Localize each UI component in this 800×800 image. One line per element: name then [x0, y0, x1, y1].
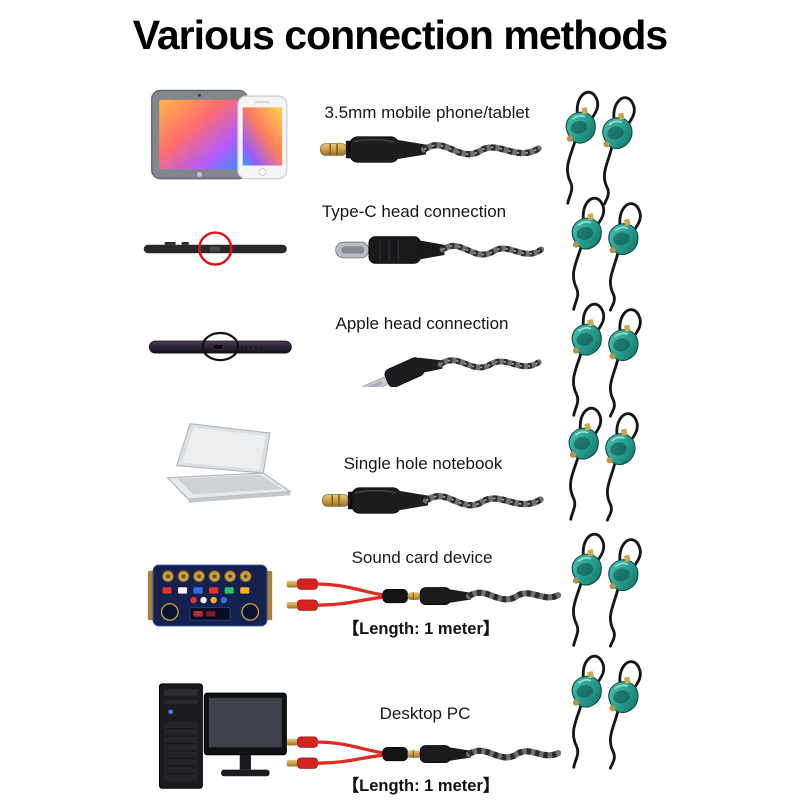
page-title: Various connection methods [132, 12, 668, 58]
connection-label-notebook: Single hole notebook [343, 454, 503, 473]
connection-label-35mm: 3.5mm mobile phone/tablet [324, 103, 530, 122]
earbuds-icon [548, 518, 660, 648]
connection-label-type-c: Type-C head connection [321, 202, 507, 221]
phone-bottom-lightning-port-icon [145, 326, 305, 369]
length-note: 【Length: 1 meter】 [342, 777, 500, 795]
connection-label-desktop: Desktop PC [379, 704, 471, 723]
aux-3-5mm-plug-icon [318, 478, 544, 523]
earbuds-icon [545, 392, 657, 522]
tablet-and-phone-icon [148, 88, 298, 183]
aux-3-5mm-plug-icon [316, 127, 542, 172]
earbuds-icon [548, 640, 660, 770]
type-c-plug-icon [332, 228, 544, 271]
desktop-pc-icon [152, 680, 292, 794]
lightning-plug-icon [330, 332, 542, 387]
phone-side-typec-port-icon [140, 222, 300, 277]
laptop-icon [158, 420, 298, 513]
sound-card-mixer-icon [146, 556, 274, 635]
tablet-and-phone-image [151, 89, 288, 180]
length-note: 【Length: 1 meter】 [342, 620, 500, 638]
connection-label-apple: Apple head connection [335, 314, 509, 333]
connection-label-sound-card: Sound card device [351, 548, 493, 567]
